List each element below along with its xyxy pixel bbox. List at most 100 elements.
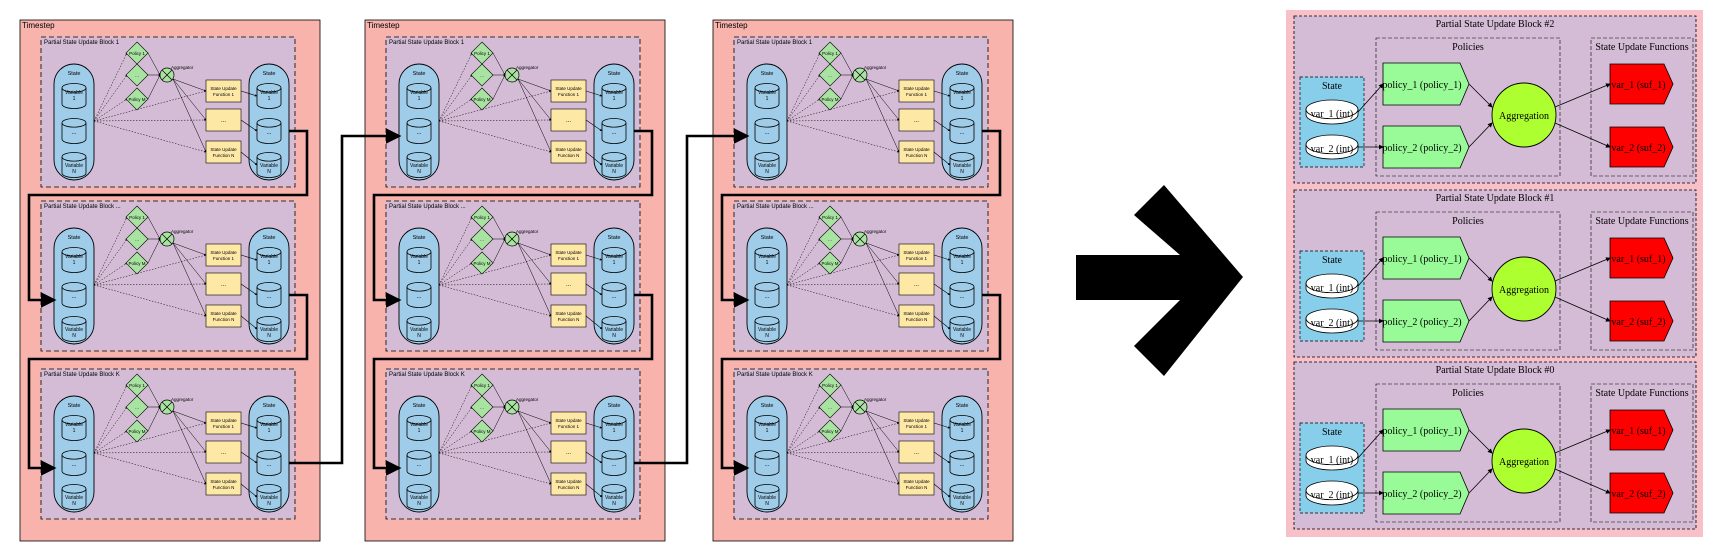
policy-node-label: policy_2 (policy_2) bbox=[1382, 317, 1461, 328]
suf-first-line: State Update bbox=[903, 86, 930, 91]
aggregator-label: Aggregator bbox=[516, 65, 539, 70]
suf-box bbox=[550, 411, 587, 435]
state-var-first-line: 1 bbox=[73, 260, 76, 266]
output-var-last-line: N bbox=[267, 333, 271, 339]
state-var-first-line: 1 bbox=[766, 428, 769, 434]
output-state-label: State bbox=[608, 71, 621, 77]
edge-aggregator-suf bbox=[865, 242, 900, 256]
policy-label: Policy M bbox=[473, 429, 490, 434]
suf-box bbox=[550, 140, 587, 164]
edge-state-policy bbox=[438, 406, 473, 454]
edge-policy-aggregator bbox=[147, 406, 161, 432]
edge-aggregation-suf bbox=[1554, 122, 1611, 148]
state-label: State bbox=[68, 403, 81, 409]
edge-var-policy bbox=[1357, 83, 1384, 113]
state-var-first-line: Variable bbox=[410, 254, 428, 260]
cylinder-icon bbox=[601, 247, 627, 273]
output-var-first-line: Variable bbox=[260, 254, 278, 260]
suf-box bbox=[898, 79, 935, 103]
output-state-label: State bbox=[956, 403, 969, 409]
suf-node bbox=[1609, 472, 1674, 514]
suf-node-label: var_2 (suf_2) bbox=[1611, 143, 1665, 154]
policy-label: ... bbox=[135, 73, 139, 78]
edge-aggregator-suf bbox=[517, 78, 552, 92]
edge-state-suf bbox=[786, 451, 900, 454]
output-var-last-line: N bbox=[612, 501, 616, 507]
edge-aggregation-suf bbox=[1554, 468, 1611, 494]
state-var-first-line: Variable bbox=[65, 90, 83, 96]
edge-aggregator-suf bbox=[172, 410, 207, 453]
state-var-mid: ... bbox=[416, 130, 421, 136]
output-var-mid: ... bbox=[611, 130, 616, 136]
suf-node bbox=[1609, 63, 1674, 105]
suf-last-line: State Update bbox=[210, 311, 237, 316]
edge-aggregator-suf bbox=[865, 78, 900, 92]
edge-state-suf bbox=[438, 451, 552, 454]
block-flow-edge bbox=[27, 129, 309, 308]
suf-box bbox=[898, 140, 935, 164]
suf-last-line: Function N bbox=[906, 317, 928, 322]
edge-policy-aggregator bbox=[147, 216, 161, 240]
edge-suf-output bbox=[933, 90, 951, 97]
output-var-first-line: Variable bbox=[260, 422, 278, 428]
edge-state-policy bbox=[786, 262, 821, 286]
cylinder-icon bbox=[256, 118, 282, 144]
output-var-last-line: Variable bbox=[605, 163, 623, 169]
policy-label: Policy 1 bbox=[822, 51, 838, 56]
edge-state-suf bbox=[438, 119, 552, 122]
cylinder-icon bbox=[1305, 134, 1359, 160]
cylinder-icon bbox=[949, 247, 975, 273]
suf-box bbox=[205, 411, 242, 435]
edge-suf-output bbox=[585, 151, 603, 166]
suf-node bbox=[1609, 300, 1674, 342]
state-var-first-line: 1 bbox=[73, 96, 76, 102]
state-box-label: State bbox=[1322, 81, 1343, 92]
edge-state-policy bbox=[786, 384, 821, 454]
cylinder-icon bbox=[406, 415, 432, 441]
edge-suf-output bbox=[585, 483, 603, 498]
state-var-last-line: Variable bbox=[65, 495, 83, 501]
suf-last-line: Function N bbox=[213, 317, 235, 322]
edge-policy-aggregator bbox=[492, 406, 506, 432]
policy-diamond bbox=[818, 395, 842, 419]
cylinder-icon bbox=[406, 282, 432, 308]
edge-suf-output bbox=[240, 119, 258, 132]
edge-policy-aggregation bbox=[1468, 257, 1493, 282]
output-var-last-line: Variable bbox=[953, 327, 971, 333]
output-var-first-line: Variable bbox=[605, 254, 623, 260]
output-var-mid: ... bbox=[266, 462, 271, 468]
suf-first-line: Function 1 bbox=[906, 256, 928, 261]
policy-diamond bbox=[818, 87, 842, 111]
state-label: State bbox=[413, 403, 426, 409]
edge-suf-output bbox=[585, 90, 603, 97]
state-var-last-line: Variable bbox=[758, 495, 776, 501]
suf-mid: ... bbox=[914, 450, 919, 456]
state-var-2: var_2 (int) bbox=[1311, 144, 1354, 155]
edge-policy-aggregator bbox=[492, 384, 506, 408]
policy-label: Policy M bbox=[128, 97, 145, 102]
block-flow-edge bbox=[372, 293, 654, 476]
policy-label: ... bbox=[135, 237, 139, 242]
cylinder-icon bbox=[256, 415, 282, 441]
suf-node-label: var_2 (suf_2) bbox=[1611, 317, 1665, 328]
partial-block-title: Partial State Update Block K bbox=[389, 372, 465, 378]
edge-suf-output bbox=[585, 315, 603, 330]
output-state-label: State bbox=[956, 235, 969, 241]
policy-diamond bbox=[125, 63, 149, 87]
state-var-first-line: Variable bbox=[410, 90, 428, 96]
edge-policy-aggregator bbox=[492, 216, 506, 240]
output-var-last-line: N bbox=[960, 501, 964, 507]
cylinder-icon bbox=[256, 484, 282, 510]
state-var-mid: ... bbox=[416, 462, 421, 468]
state-var-1: var_1 (int) bbox=[1311, 455, 1354, 466]
cylinder-icon bbox=[406, 316, 432, 342]
